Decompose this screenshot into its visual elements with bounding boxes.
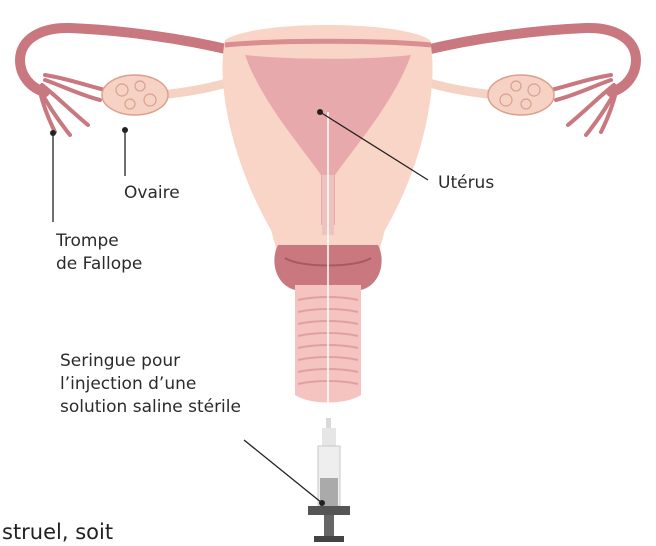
right-ovary [488,75,554,115]
label-trompe-line2: de Fallope [56,253,142,276]
label-trompe: Trompe de Fallope [56,230,142,276]
body-text-fragment: struel, soit [2,520,113,544]
uterus-label-dot [317,109,323,115]
label-seringue-line1: Seringue pour [60,350,241,373]
label-uterus: Utérus [438,172,494,195]
left-fimbriae [40,75,105,135]
label-seringue-line2: l’injection d’une [60,373,241,396]
syringe-label-dot [319,500,325,506]
label-seringue-line3: solution saline stérile [60,396,241,419]
label-ovaire: Ovaire [124,182,180,205]
label-trompe-line1: Trompe [56,230,142,253]
left-ovary [102,75,168,115]
label-seringue: Seringue pour l’injection d’une solution… [60,350,241,419]
right-fimbriae [551,75,616,135]
ovary-label-dot [122,127,128,133]
syringe-icon [308,418,350,542]
tube-label-dot [50,130,56,136]
